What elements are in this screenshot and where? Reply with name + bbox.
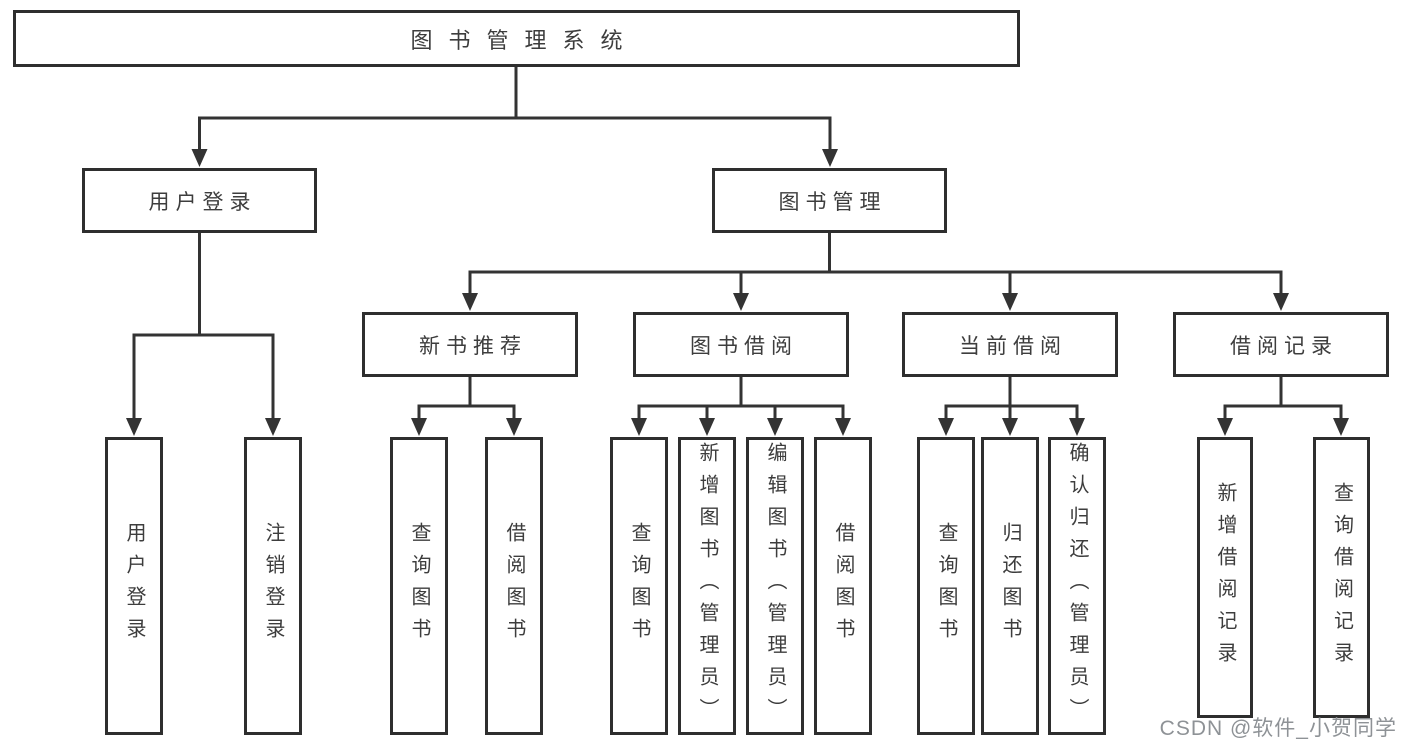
leaf-borrow-book: 借阅图书 xyxy=(814,437,872,735)
leaf-logout: 注销登录 xyxy=(244,437,302,735)
leaf-confirm-return-admin: 确认归还（管理员） xyxy=(1048,437,1106,735)
node-book-management: 图书管理 xyxy=(712,168,947,233)
leaf-edit-book-admin: 编辑图书（管理员） xyxy=(746,437,804,735)
leaf-query-book-recommend: 查询图书 xyxy=(390,437,448,735)
leaf-query-book-borrow: 查询图书 xyxy=(610,437,668,735)
leaf-query-book-current: 查询图书 xyxy=(917,437,975,735)
watermark: CSDN @软件_小贺同学 xyxy=(1159,717,1397,740)
node-user-login: 用户登录 xyxy=(82,168,317,233)
node-root-system: 图书管理系统 xyxy=(13,10,1020,67)
leaf-query-borrow-record: 查询借阅记录 xyxy=(1313,437,1370,718)
connector-lines xyxy=(132,65,1343,423)
node-current-borrow: 当前借阅 xyxy=(902,312,1118,377)
leaf-return-book: 归还图书 xyxy=(981,437,1039,735)
leaf-user-login: 用户登录 xyxy=(105,437,163,735)
leaf-add-borrow-record: 新增借阅记录 xyxy=(1197,437,1253,718)
leaf-borrow-book-recommend: 借阅图书 xyxy=(485,437,543,735)
leaf-add-book-admin: 新增图书（管理员） xyxy=(678,437,736,735)
node-borrow-records: 借阅记录 xyxy=(1173,312,1389,377)
node-book-borrow: 图书借阅 xyxy=(633,312,849,377)
node-new-book-recommend: 新书推荐 xyxy=(362,312,578,377)
